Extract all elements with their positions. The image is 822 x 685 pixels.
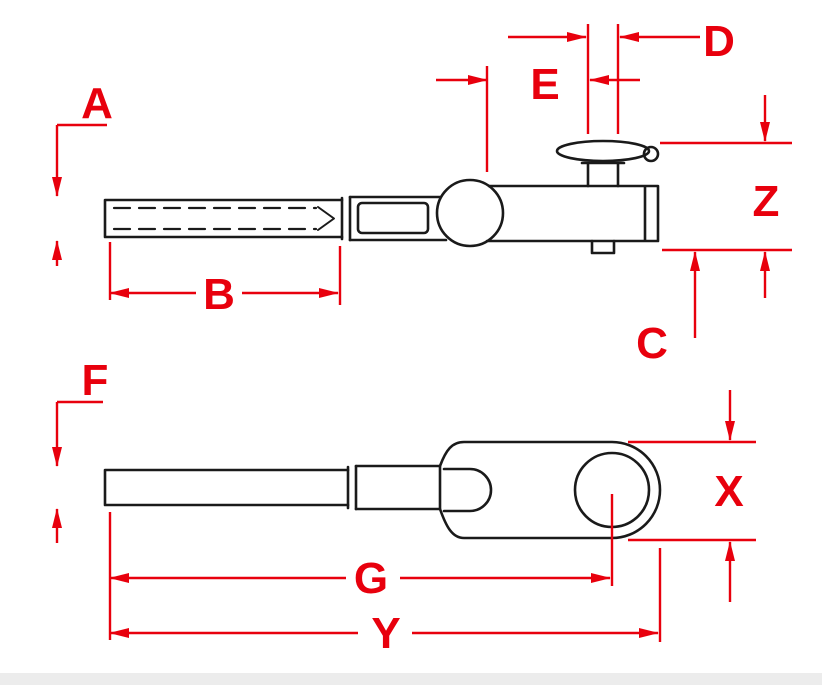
dim-Z: Z bbox=[660, 95, 792, 298]
dim-E: E bbox=[436, 60, 640, 172]
dim-Y: Y bbox=[109, 548, 662, 658]
dim-label-g: G bbox=[354, 554, 388, 603]
eye-inner-swage-end bbox=[442, 467, 493, 513]
dim-D-extensions bbox=[586, 24, 620, 134]
dim-label-a: A bbox=[81, 79, 113, 128]
eye-swage-shoulder bbox=[346, 464, 358, 511]
dim-label-d: D bbox=[703, 17, 735, 66]
jaw-body-outline bbox=[348, 195, 448, 242]
eye-plate-outline bbox=[438, 440, 662, 540]
dim-label-c: C bbox=[636, 319, 668, 368]
dim-F: F bbox=[52, 356, 109, 543]
jaw-rod-outline bbox=[103, 198, 344, 239]
dim-label-b: B bbox=[203, 270, 235, 319]
clevis-pin-shank bbox=[580, 161, 626, 188]
dim-label-x: X bbox=[714, 467, 743, 516]
dim-label-y: Y bbox=[371, 609, 400, 658]
eye-rod-outline bbox=[103, 468, 350, 507]
dim-Z-extensions bbox=[660, 141, 792, 252]
page-footer-strip bbox=[0, 673, 822, 685]
dim-D: D bbox=[508, 17, 735, 134]
dim-label-z: Z bbox=[753, 177, 780, 226]
dim-G: G bbox=[108, 494, 614, 640]
clevis-pin-tip bbox=[590, 239, 616, 255]
eye-terminal-drawing bbox=[103, 440, 662, 540]
jaw-boss-circle bbox=[435, 178, 505, 248]
dimensions: A B E D bbox=[52, 17, 792, 658]
jaw-rod-chevron bbox=[317, 206, 335, 231]
clevis-pin-handle-end bbox=[642, 145, 660, 163]
eye-body-outline bbox=[354, 464, 442, 511]
jaw-body-window bbox=[356, 201, 430, 235]
dim-X: X bbox=[628, 390, 756, 602]
dim-B: B bbox=[108, 242, 342, 319]
jaw-fork-outline bbox=[485, 184, 660, 243]
dim-C: C bbox=[636, 251, 700, 368]
dim-X-extensions bbox=[628, 440, 756, 542]
dim-A: A bbox=[52, 79, 113, 266]
dim-label-f: F bbox=[82, 356, 109, 405]
clevis-pin-handle bbox=[555, 139, 651, 163]
jaw-swage-shoulder bbox=[340, 195, 352, 242]
jaw-terminal-drawing bbox=[103, 139, 660, 255]
dim-label-e: E bbox=[530, 60, 559, 109]
jaw-rod-swage-dashes bbox=[112, 206, 318, 231]
